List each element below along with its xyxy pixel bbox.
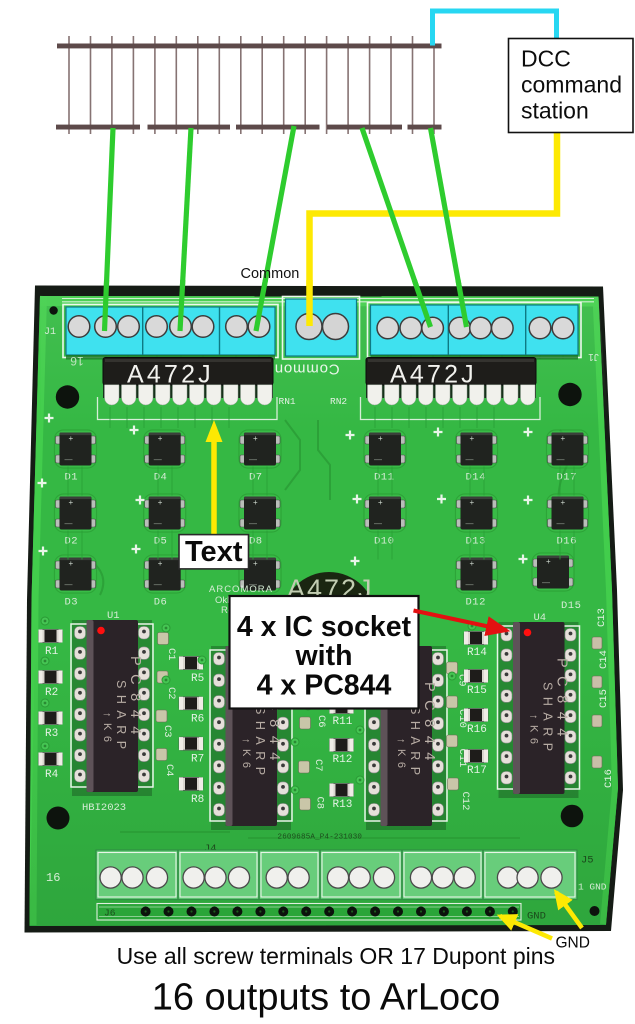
svg-text:SHARP: SHARP [541,682,555,758]
svg-text:D7: D7 [249,472,263,484]
svg-text:D16: D16 [557,536,577,548]
svg-text:C2: C2 [165,687,177,700]
svg-text:Use all screw terminals OR 17: Use all screw terminals OR 17 Dupont pin… [117,943,555,969]
svg-text:R15: R15 [467,685,487,697]
svg-text:PC844: PC844 [421,682,437,769]
svg-text:16: 16 [70,354,84,368]
svg-text:D5: D5 [154,536,168,548]
svg-text:DCC: DCC [521,46,571,72]
svg-text:A472J: A472J [127,361,214,389]
svg-text:J5: J5 [581,855,594,867]
svg-text:J1: J1 [44,327,56,338]
svg-text:C12: C12 [459,792,471,811]
svg-text:D1: D1 [65,472,79,484]
svg-text:R17: R17 [467,765,487,777]
svg-text:J1: J1 [588,351,599,362]
svg-text:Common: Common [241,266,300,282]
svg-text:C7: C7 [312,759,324,772]
svg-text:RN2: RN2 [330,396,347,407]
svg-text:4 x PC844: 4 x PC844 [257,670,392,702]
svg-text:R1: R1 [45,646,59,658]
svg-text:D15: D15 [561,600,581,612]
svg-text:SHARP: SHARP [114,680,128,756]
svg-text:1 GND: 1 GND [578,882,607,893]
svg-text:PC844: PC844 [127,656,143,743]
svg-text:R16: R16 [467,724,487,736]
svg-text:R2: R2 [45,687,58,699]
svg-text:R12: R12 [333,754,353,766]
svg-text:C1: C1 [165,648,177,661]
svg-text:C3: C3 [161,725,173,738]
svg-text:↑K6: ↑K6 [528,714,540,749]
svg-text:16: 16 [46,871,60,885]
svg-text:D17: D17 [557,472,577,484]
svg-text:↑K6: ↑K6 [101,712,113,747]
svg-text:C16: C16 [603,769,615,788]
svg-text:16 outputs to ArLoco: 16 outputs to ArLoco [152,977,501,1019]
svg-text:R13: R13 [333,799,353,811]
svg-text:C8: C8 [314,797,326,810]
svg-text:R8: R8 [191,794,204,806]
svg-text:R3: R3 [45,728,58,740]
svg-text:R11: R11 [333,716,353,728]
svg-text:ARCOMORA: ARCOMORA [209,584,273,595]
svg-text:command: command [521,72,622,98]
svg-text:D3: D3 [65,597,79,609]
svg-text:HBI2023: HBI2023 [82,802,126,814]
svg-text:A472J: A472J [390,361,477,389]
svg-text:SHARP: SHARP [253,706,267,782]
svg-text:GND: GND [556,935,590,952]
svg-text:U4: U4 [534,612,547,624]
svg-text:R14: R14 [467,647,487,659]
svg-text:R7: R7 [191,754,204,766]
svg-text:D2: D2 [65,536,79,548]
svg-text:↑K6: ↑K6 [395,738,407,773]
svg-text:D6: D6 [154,597,168,609]
svg-text:C4: C4 [163,764,175,777]
svg-text:↑K6: ↑K6 [240,738,252,773]
svg-text:C14: C14 [598,650,610,669]
svg-text:D4: D4 [154,472,168,484]
svg-text:D8: D8 [249,536,263,548]
svg-text:Text: Text [185,536,243,568]
svg-text:GND: GND [527,911,546,923]
svg-text:R5: R5 [191,673,204,685]
svg-text:D14: D14 [466,472,486,484]
svg-text:D13: D13 [466,536,486,548]
svg-text:PC844: PC844 [554,658,570,745]
svg-text:D12: D12 [466,597,486,609]
svg-text:J6: J6 [104,908,116,919]
svg-text:C13: C13 [596,608,608,627]
svg-text:D11: D11 [374,472,394,484]
svg-text:with: with [295,640,353,672]
svg-text:R4: R4 [45,769,59,781]
svg-text:D10: D10 [374,536,394,548]
svg-text:U1: U1 [107,610,120,622]
svg-text:C15: C15 [598,689,610,708]
svg-text:R6: R6 [191,713,204,725]
svg-text:SHARP: SHARP [408,706,422,782]
svg-text:Common: Common [274,361,340,378]
svg-text:4 x IC socket: 4 x IC socket [237,611,412,643]
svg-text:RN1: RN1 [279,396,296,407]
svg-text:station: station [521,98,589,124]
svg-text:C6: C6 [315,715,327,728]
svg-text:2609685A_P4-231030: 2609685A_P4-231030 [278,834,363,842]
